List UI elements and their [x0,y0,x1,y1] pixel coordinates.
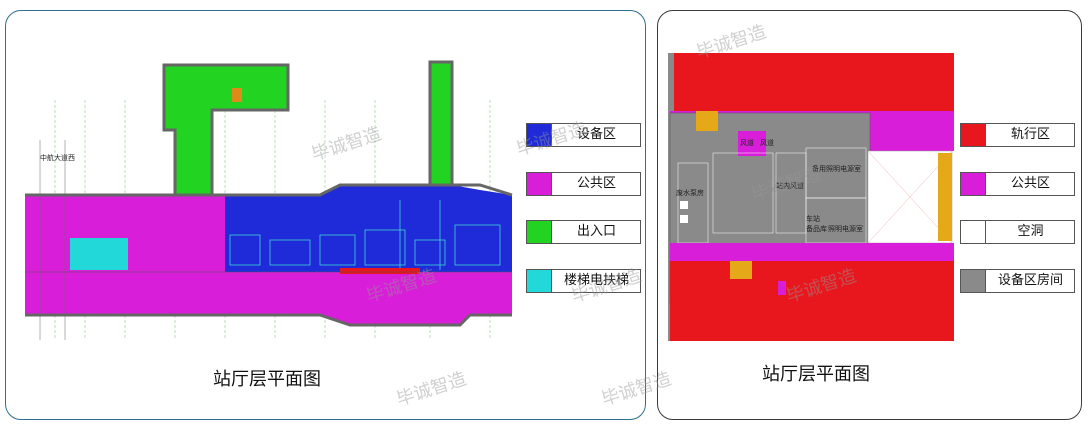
legend-public-right: 公共区 [960,172,1075,196]
room-label: 车站 [806,214,820,223]
legend-label: 设备区 [576,127,616,142]
track-zone-top [670,53,954,113]
legend-swatch [527,173,552,195]
legend-label: 楼梯电扶梯 [563,273,629,288]
legend-label: 空洞 [1017,224,1044,239]
right-caption: 站厅层平面图 [762,364,870,385]
room-label: 站内风道 [776,181,804,190]
legend-label: 公共区 [1010,176,1050,191]
plan-road-label: 中航大道西 [40,153,75,162]
entrance-left [162,63,290,197]
legend-track: 轨行区 [960,123,1075,147]
legend-swatch [961,221,986,243]
equipment-zone [225,185,512,272]
legend-equipment-room: 设备区房间 [960,269,1075,293]
room-label: 风道 [760,138,774,147]
legend-stair: 楼梯电扶梯 [526,269,641,293]
entrance-right [428,60,454,194]
legend-swatch [527,270,552,292]
legend-label: 轨行区 [1010,127,1050,142]
legend-label: 公共区 [576,176,616,191]
room-label: 备用照明电源室 [812,164,861,173]
legend-swatch [961,270,986,292]
public-zone [25,195,512,325]
legend-equipment: 设备区 [526,123,641,147]
legend-void: 空洞 [960,220,1075,244]
right-floor-plan: 废水泵房 风道 风道 车站 备品库 站内风道 备用照明电源室 照明电源室 [668,53,956,341]
legend-swatch [527,124,552,146]
legend-public: 公共区 [526,172,641,196]
legend-label: 出入口 [576,224,616,239]
track-zone-bottom [670,261,954,341]
room-label: 废水泵房 [676,188,704,197]
room-label: 照明电源室 [828,224,863,233]
room-label: 风道 [740,138,754,147]
legend-entrance: 出入口 [526,220,641,244]
legend-label: 设备区房间 [997,273,1063,288]
stair-escalator [70,238,128,270]
room-label: 备品库 [806,224,827,233]
legend-swatch [961,173,986,195]
left-caption: 站厅层平面图 [213,369,321,390]
left-floor-plan: 中航大道西 [25,60,513,340]
legend-swatch [527,221,552,243]
legend-swatch [961,124,986,146]
